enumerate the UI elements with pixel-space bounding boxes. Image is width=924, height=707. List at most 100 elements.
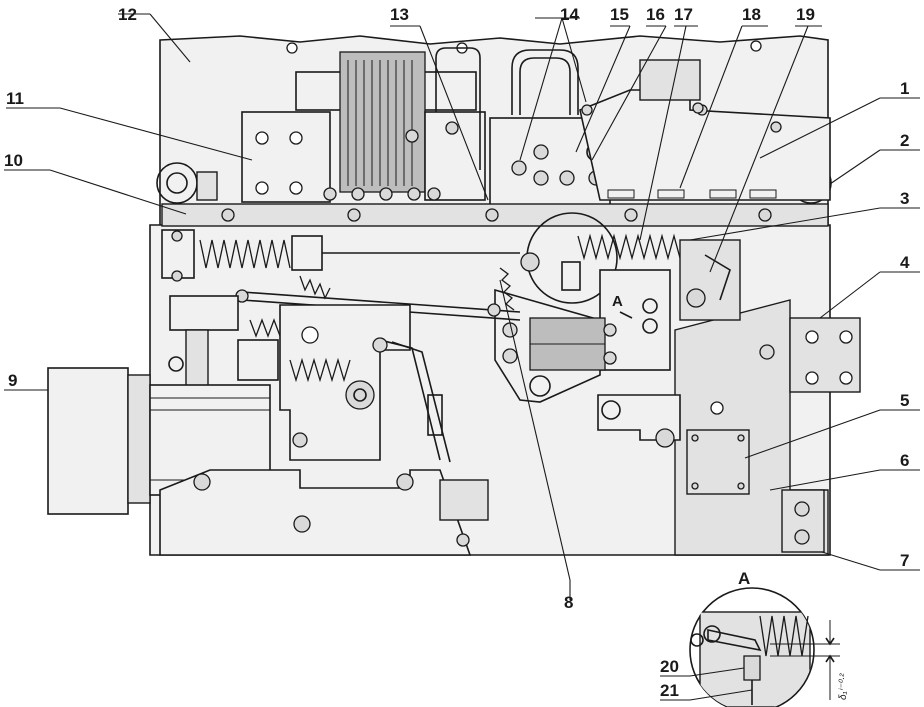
left-bracket <box>237 339 279 381</box>
callout-3: 3 <box>900 189 909 208</box>
coil-flange <box>127 374 151 504</box>
callout-14: 14 <box>560 5 579 24</box>
callout-9: 9 <box>8 371 17 390</box>
pivot <box>642 318 658 334</box>
bolt <box>581 104 593 116</box>
rail-bolts <box>221 208 772 222</box>
bolt <box>502 348 518 364</box>
plate-hole <box>301 326 319 344</box>
pawl-lever-edge <box>391 341 451 463</box>
bolt <box>171 270 183 282</box>
callout-8: 8 <box>564 593 573 612</box>
block-hole <box>839 330 853 344</box>
pin <box>292 432 308 448</box>
callout-7: 7 <box>900 551 909 570</box>
callout-20: 20 <box>660 657 679 676</box>
block-hole <box>289 131 303 145</box>
dimension-label: δ₁ⁱ⁻⁰·² <box>838 673 849 700</box>
view-marker-A: A <box>612 293 623 310</box>
bolt <box>686 288 706 308</box>
bolt <box>692 102 704 114</box>
connecting-link <box>241 291 521 313</box>
bolt <box>456 533 470 547</box>
callout-17: 17 <box>674 5 693 24</box>
callout-5: 5 <box>900 391 909 410</box>
bolt <box>603 323 617 337</box>
link-pin <box>487 303 501 317</box>
block-hole <box>255 181 269 195</box>
bolt <box>794 529 810 545</box>
screw <box>691 434 699 442</box>
cam-roller <box>345 380 375 410</box>
view-arrow <box>619 311 633 319</box>
plate-hole <box>710 401 724 415</box>
block-hole <box>805 371 819 385</box>
latch-housing <box>679 239 741 321</box>
loop-handle <box>511 49 579 115</box>
pivot <box>642 298 658 314</box>
center-spring <box>289 357 351 383</box>
base-stop <box>439 479 489 521</box>
bolt <box>193 473 211 491</box>
callout-6: 6 <box>900 451 909 470</box>
detail-view-A <box>689 587 840 707</box>
bolt <box>794 501 810 517</box>
callout-4: 4 <box>900 253 910 272</box>
callout-2: 2 <box>900 131 909 150</box>
callout-13: 13 <box>390 5 409 24</box>
callout-1: 1 <box>900 79 909 98</box>
callout-16: 16 <box>646 5 665 24</box>
small-spring <box>299 275 331 300</box>
small-spring-8 <box>499 267 515 311</box>
detail-view-title: A <box>738 569 750 588</box>
electromagnet-core <box>339 51 426 193</box>
block-11 <box>241 111 331 203</box>
bolt <box>603 351 617 365</box>
adjusting-screw <box>561 261 581 291</box>
lifting-eye-left-inner <box>166 172 188 194</box>
gear-wheel <box>168 356 184 372</box>
screw <box>691 482 699 490</box>
ear-bracket <box>196 171 218 201</box>
callout-11: 11 <box>6 89 24 108</box>
bolt <box>520 252 540 272</box>
cam-bolt <box>511 160 527 176</box>
plate-hole <box>750 40 762 52</box>
callout-12: 12 <box>118 5 137 24</box>
coil-fins <box>347 60 413 186</box>
pivot-pin <box>529 375 551 397</box>
leader-lines <box>4 13 920 701</box>
upper-right-box <box>639 59 701 101</box>
magnet-bolt-row <box>323 187 441 201</box>
screw <box>737 482 745 490</box>
callout-21: 21 <box>660 681 679 700</box>
bolt <box>171 230 183 242</box>
bolt <box>770 121 782 133</box>
pin <box>372 337 388 353</box>
pivot <box>601 400 621 420</box>
bolt <box>396 473 414 491</box>
bolt <box>655 428 675 448</box>
callout-15: 15 <box>610 5 629 24</box>
latch-lever <box>704 254 731 301</box>
block-hole <box>805 330 819 344</box>
left-slider <box>169 295 239 331</box>
block-hole <box>255 131 269 145</box>
callout-18: 18 <box>742 5 761 24</box>
callout-19: 19 <box>796 5 815 24</box>
tension-spring-19 <box>577 233 681 261</box>
bent-tube <box>435 47 481 170</box>
screw <box>737 434 745 442</box>
damper <box>427 394 443 436</box>
bolt <box>445 121 459 135</box>
cam-bolt <box>559 170 575 186</box>
cam-bolt <box>533 170 549 186</box>
plate-hole <box>286 42 298 54</box>
cam-roller-axle <box>353 388 367 402</box>
cam-bolt <box>533 144 549 160</box>
bolt <box>759 344 775 360</box>
bolt <box>405 129 419 143</box>
coil-housing-9 <box>47 367 129 515</box>
